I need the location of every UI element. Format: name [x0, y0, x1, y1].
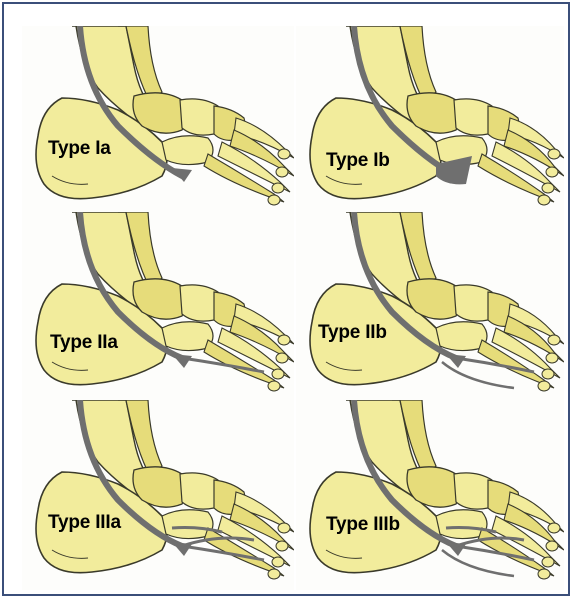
- foot-panel-iiib: Type IIIb: [296, 400, 564, 590]
- foot-illustration: [22, 400, 294, 590]
- toe-joint: [542, 557, 554, 567]
- toe-joint: [278, 523, 290, 533]
- foot-panel-iia: Type IIa: [22, 212, 294, 400]
- toe-joint: [548, 335, 560, 345]
- foot-illustration: [296, 400, 564, 590]
- toe-joint: [276, 167, 288, 177]
- foot-illustration: [296, 212, 564, 400]
- panel-label: Type IIIa: [48, 512, 121, 534]
- toe-joint: [546, 353, 558, 363]
- foot-illustration: [22, 212, 294, 400]
- toe-joint: [542, 183, 554, 193]
- foot-panel-ia: Type Ia: [22, 26, 294, 212]
- toe-joint: [548, 149, 560, 159]
- toe-joint: [276, 353, 288, 363]
- foot-panel-iiia: Type IIIa: [22, 400, 294, 590]
- toe-joint: [268, 569, 280, 579]
- foot-illustration: [22, 26, 294, 212]
- tendon-insertion: [172, 354, 192, 368]
- panel-label: Type IIb: [318, 322, 387, 344]
- toe-joint: [538, 381, 550, 391]
- toe-joint: [276, 541, 288, 551]
- toe-joint: [542, 369, 554, 379]
- panel-label: Type IIa: [50, 332, 118, 354]
- toe-joint: [546, 541, 558, 551]
- toe-joint: [278, 335, 290, 345]
- toe-joint: [546, 167, 558, 177]
- toe-joint: [538, 195, 550, 205]
- panel-label: Type Ib: [326, 150, 390, 172]
- panel-label: Type Ia: [48, 138, 111, 160]
- toe-joint: [548, 523, 560, 533]
- toe-joint: [268, 195, 280, 205]
- toe-joint: [272, 369, 284, 379]
- toe-joint: [538, 569, 550, 579]
- foot-panel-ib: Type Ib: [296, 26, 564, 212]
- toe-joint: [278, 149, 290, 159]
- foot-illustration: [296, 26, 564, 212]
- foot-panel-iib: Type IIb: [296, 212, 564, 400]
- toe-joint: [268, 381, 280, 391]
- toe-joint: [272, 183, 284, 193]
- panel-label: Type IIIb: [326, 514, 400, 536]
- toe-joint: [272, 557, 284, 567]
